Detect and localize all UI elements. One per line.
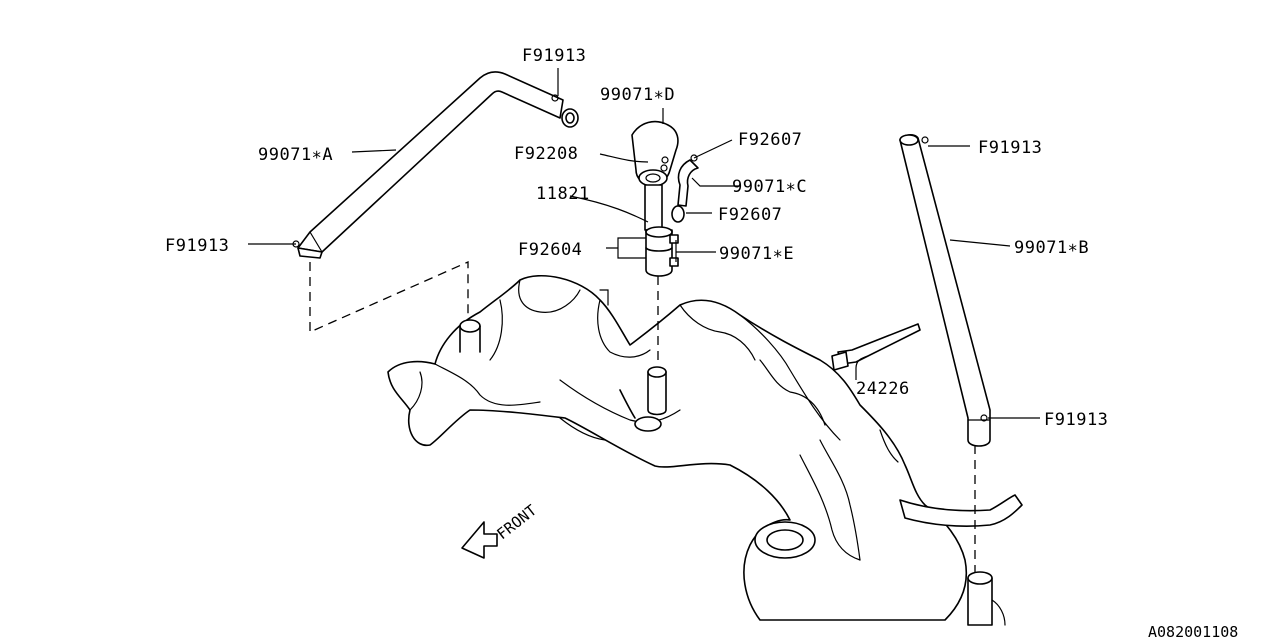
figure-code: A082001108: [1148, 623, 1238, 640]
hose-99071-a[interactable]: [292, 71, 579, 259]
callout-f91913-left: F91913: [165, 236, 229, 256]
callout-f92208: F92208: [514, 144, 578, 164]
intake-manifold: [387, 274, 1023, 626]
front-arrow-label: FRONT: [493, 501, 540, 543]
callout-labels: F91913 99071∗A F91913 99071∗D F92208 F92…: [165, 46, 1238, 640]
front-direction-arrow: FRONT: [461, 501, 540, 559]
callout-99071-b: 99071∗B: [1014, 238, 1089, 258]
part-24226-tie[interactable]: [831, 323, 921, 371]
callout-f92607-top: F92607: [738, 130, 802, 150]
assembly-guide-lines: [309, 261, 976, 572]
callout-11821: 11821: [536, 184, 590, 204]
leader-lines: [248, 68, 1040, 419]
callout-f92607-mid: F92607: [718, 205, 782, 225]
callout-99071-a: 99071∗A: [258, 145, 333, 165]
callout-f92604: F92604: [518, 240, 582, 260]
hose-99071-b[interactable]: [899, 134, 991, 447]
callout-99071-c: 99071∗C: [732, 177, 807, 197]
callout-99071-e: 99071∗E: [719, 244, 794, 264]
pcv-valve-assembly[interactable]: [631, 120, 699, 277]
callout-99071-d: 99071∗D: [600, 85, 675, 105]
callout-f91913-right-top: F91913: [978, 138, 1042, 158]
callout-f91913-top: F91913: [522, 46, 586, 66]
callout-f91913-right-bottom: F91913: [1044, 410, 1108, 430]
callout-24226: 24226: [856, 379, 910, 399]
